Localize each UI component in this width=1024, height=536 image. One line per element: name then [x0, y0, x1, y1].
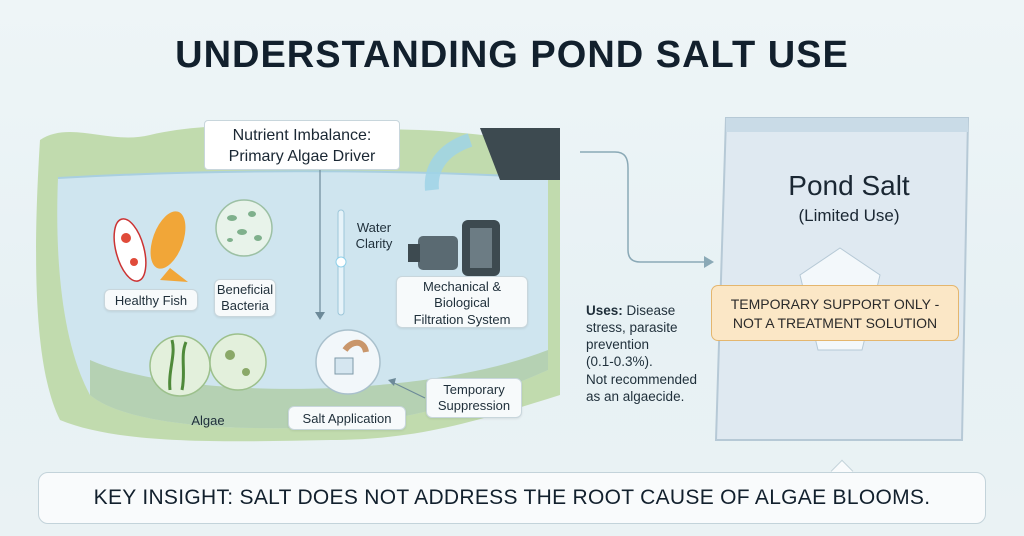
warning-line-2: NOT A TREATMENT SOLUTION: [732, 314, 938, 331]
suppression-arrow: [391, 381, 426, 399]
uses-line-5: Not recommended: [586, 371, 698, 387]
nutrient-imbalance-label: Nutrient Imbalance: Primary Algae Driver: [204, 120, 400, 170]
algae-label: Algae: [191, 413, 225, 428]
uses-heading: Uses:: [586, 303, 623, 318]
salt-bag: [714, 117, 970, 441]
water-surface: [57, 170, 549, 179]
uses-line-3: prevention: [586, 337, 650, 353]
filtration-line-3: Filtration System: [413, 311, 511, 327]
bacteria-label: Beneficial Bacteria: [214, 279, 276, 317]
nutrient-pointer-arrow: [315, 312, 325, 320]
bacteria-line-1: Beneficial: [216, 282, 274, 297]
filtration-line-1: Mechanical &: [422, 279, 502, 294]
connector-arrow: [580, 151, 705, 263]
suppression-line-1: Temporary: [443, 382, 505, 397]
salt-application-icon: [315, 329, 381, 395]
waterfall-filter-icon: [424, 128, 560, 191]
uses-line-2: stress, parasite: [586, 320, 678, 336]
suppression-line-2: Suppression: [437, 398, 511, 414]
uses-note: Uses: Disease stress, parasite preventio…: [586, 302, 726, 405]
uses-line-6: as an algaecide.: [586, 388, 685, 404]
water-clarity-line-2: Clarity: [355, 236, 393, 252]
key-insight-banner: KEY INSIGHT: SALT DOES NOT ADDRESS THE R…: [38, 472, 986, 524]
bag-subtitle: (Limited Use): [798, 206, 900, 225]
filtration-label: Mechanical & Biological Filtration Syste…: [396, 276, 528, 328]
water-clarity-line-1: Water: [356, 220, 392, 235]
bacteria-line-2: Bacteria: [221, 298, 269, 314]
bacteria-icon: [215, 199, 273, 257]
temporary-suppression-label: Temporary Suppression: [426, 378, 522, 418]
healthy-fish-label: Healthy Fish: [104, 289, 198, 311]
clarity-glow: [335, 256, 347, 268]
bag-title: Pond Salt: [788, 170, 910, 201]
warning-banner: TEMPORARY SUPPORT ONLY - NOT A TREATMENT…: [711, 285, 959, 341]
filtration-system-icon: [408, 220, 500, 276]
salt-application-label: Salt Application: [288, 406, 406, 430]
filtration-line-2: Biological: [434, 295, 490, 311]
uses-line-4: (0.1-0.3%).: [586, 354, 653, 370]
warning-line-1: TEMPORARY SUPPORT ONLY -: [730, 296, 940, 312]
uses-line-1: Disease: [622, 303, 676, 318]
algae-icon: [149, 333, 267, 397]
koi-fish-icon: [113, 211, 188, 282]
water-clarity-label: Water Clarity: [344, 220, 404, 253]
nutrient-line-2: Primary Algae Driver: [228, 147, 376, 165]
nutrient-line-1: Nutrient Imbalance:: [232, 127, 372, 144]
page-title: UNDERSTANDING POND SALT USE: [175, 34, 849, 76]
